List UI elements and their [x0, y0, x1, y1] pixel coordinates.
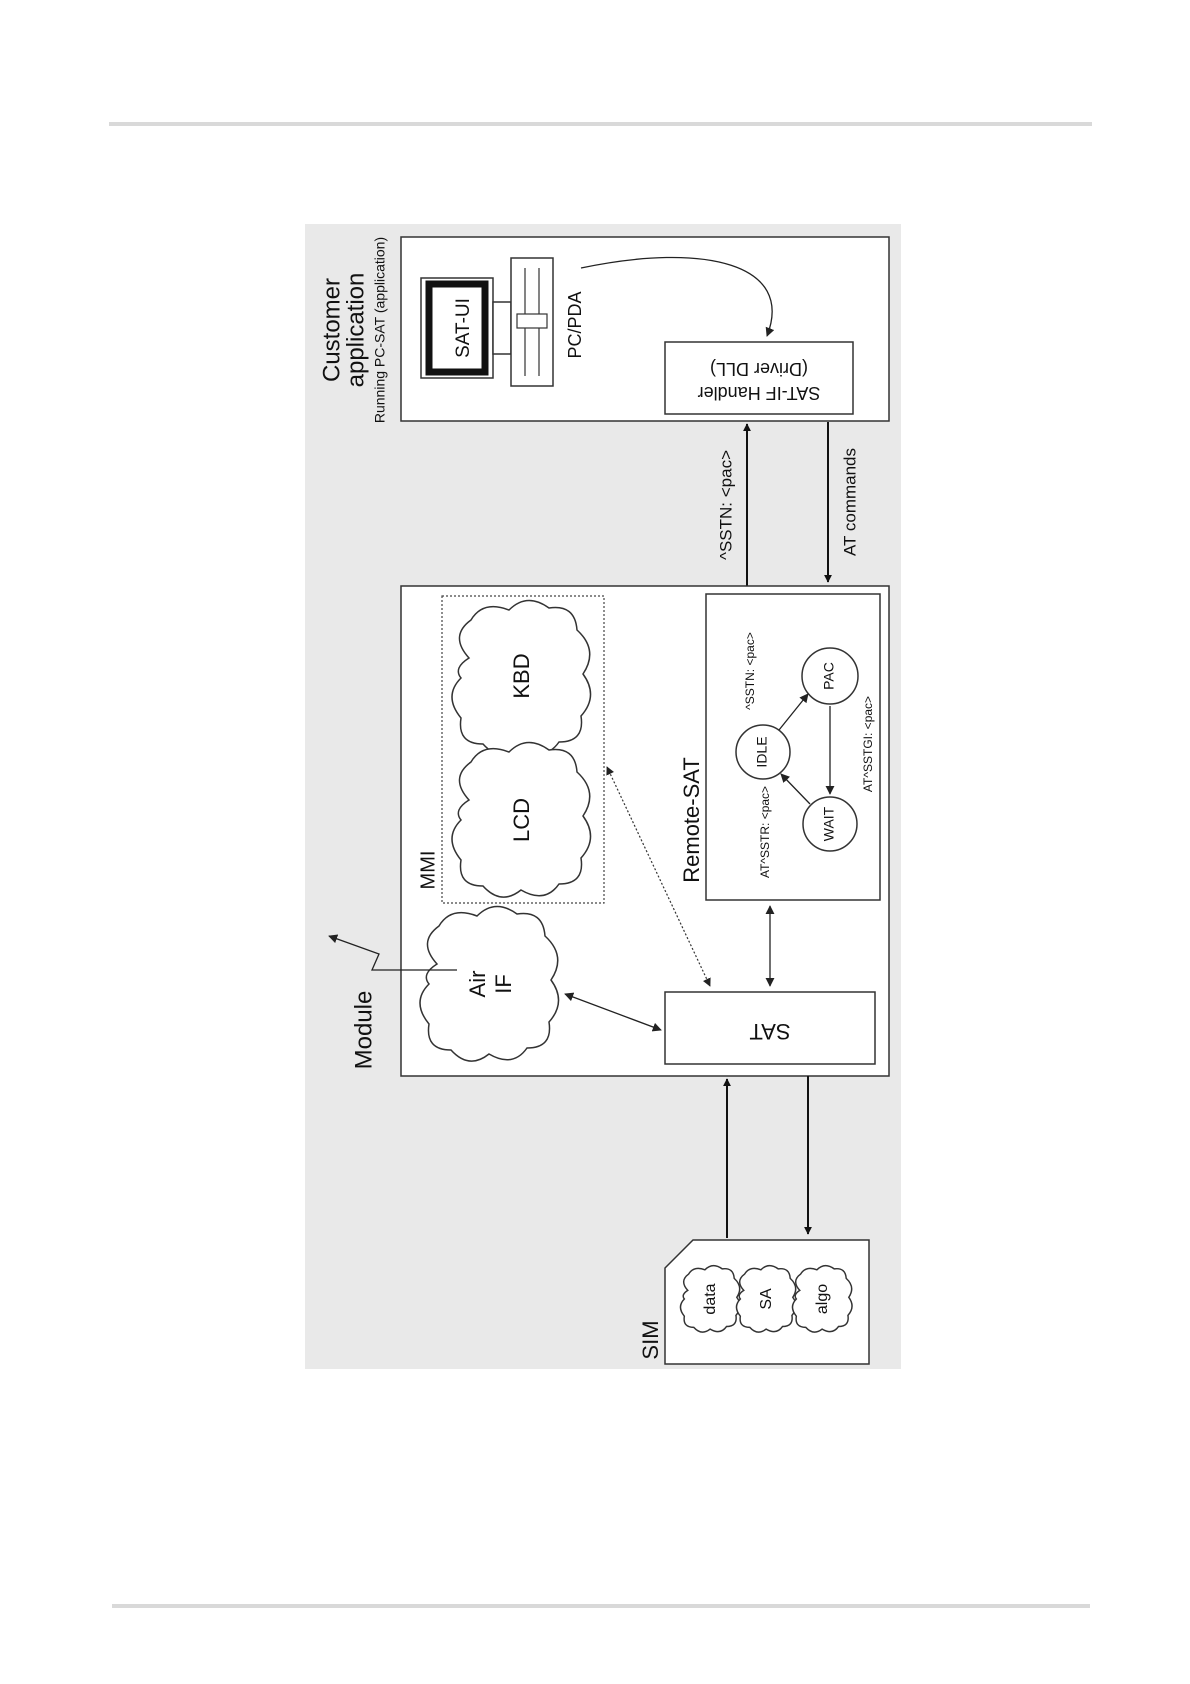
pac-state-label: PAC — [821, 662, 837, 690]
pac-to-wait-label: AT^SSTGI: <pac> — [861, 696, 875, 792]
customer-subtitle: Running PC-SAT (application) — [372, 237, 388, 423]
system-diagram: SAT-UI PC/PDA SAT-IF Handler (Driver DLL… — [305, 224, 901, 1369]
module-title: Module — [350, 991, 377, 1070]
customer-application-block: SAT-UI PC/PDA SAT-IF Handler (Driver DLL… — [401, 237, 889, 421]
sim-item-sa: SA — [758, 1288, 775, 1310]
sim-title: SIM — [638, 1320, 663, 1359]
customer-title-line2: application — [342, 273, 369, 388]
driver-dll-label: (Driver DLL) — [710, 359, 808, 379]
lcd-label: LCD — [509, 798, 534, 842]
remote-sat-title: Remote-SAT — [679, 757, 704, 883]
sat-label: SAT — [749, 1019, 790, 1044]
header-rule — [109, 122, 1092, 126]
sim-block: SIM data SA algo — [638, 1240, 869, 1364]
sat-ui-label: SAT-UI — [453, 298, 474, 358]
idle-to-pac-label: ^SSTN: <pac> — [743, 632, 757, 710]
at-commands-link-label: AT commands — [840, 448, 859, 556]
footer-rule — [112, 1604, 1090, 1608]
sat-if-handler-label: SAT-IF Handler — [698, 383, 821, 403]
sim-item-algo: algo — [814, 1284, 831, 1314]
kbd-label: KBD — [509, 653, 534, 698]
wait-to-idle-label: AT^SSTR: <pac> — [758, 786, 772, 878]
idle-state-label: IDLE — [754, 736, 770, 767]
sim-item-data: data — [702, 1283, 719, 1314]
wait-state-label: WAIT — [821, 806, 837, 841]
module-block: MMI KBD LCD Air IF SAT Remote-SAT IDLE P… — [329, 586, 889, 1076]
pc-pda-label: PC/PDA — [565, 291, 585, 358]
air-if-label-line2: IF — [491, 974, 516, 994]
mmi-label: MMI — [417, 851, 439, 890]
customer-title-line1: Customer — [318, 278, 345, 382]
remote-sat-box — [706, 594, 880, 900]
air-if-label-line1: Air — [465, 971, 490, 998]
sstn-link-label: ^SSTN: <pac> — [716, 450, 735, 560]
